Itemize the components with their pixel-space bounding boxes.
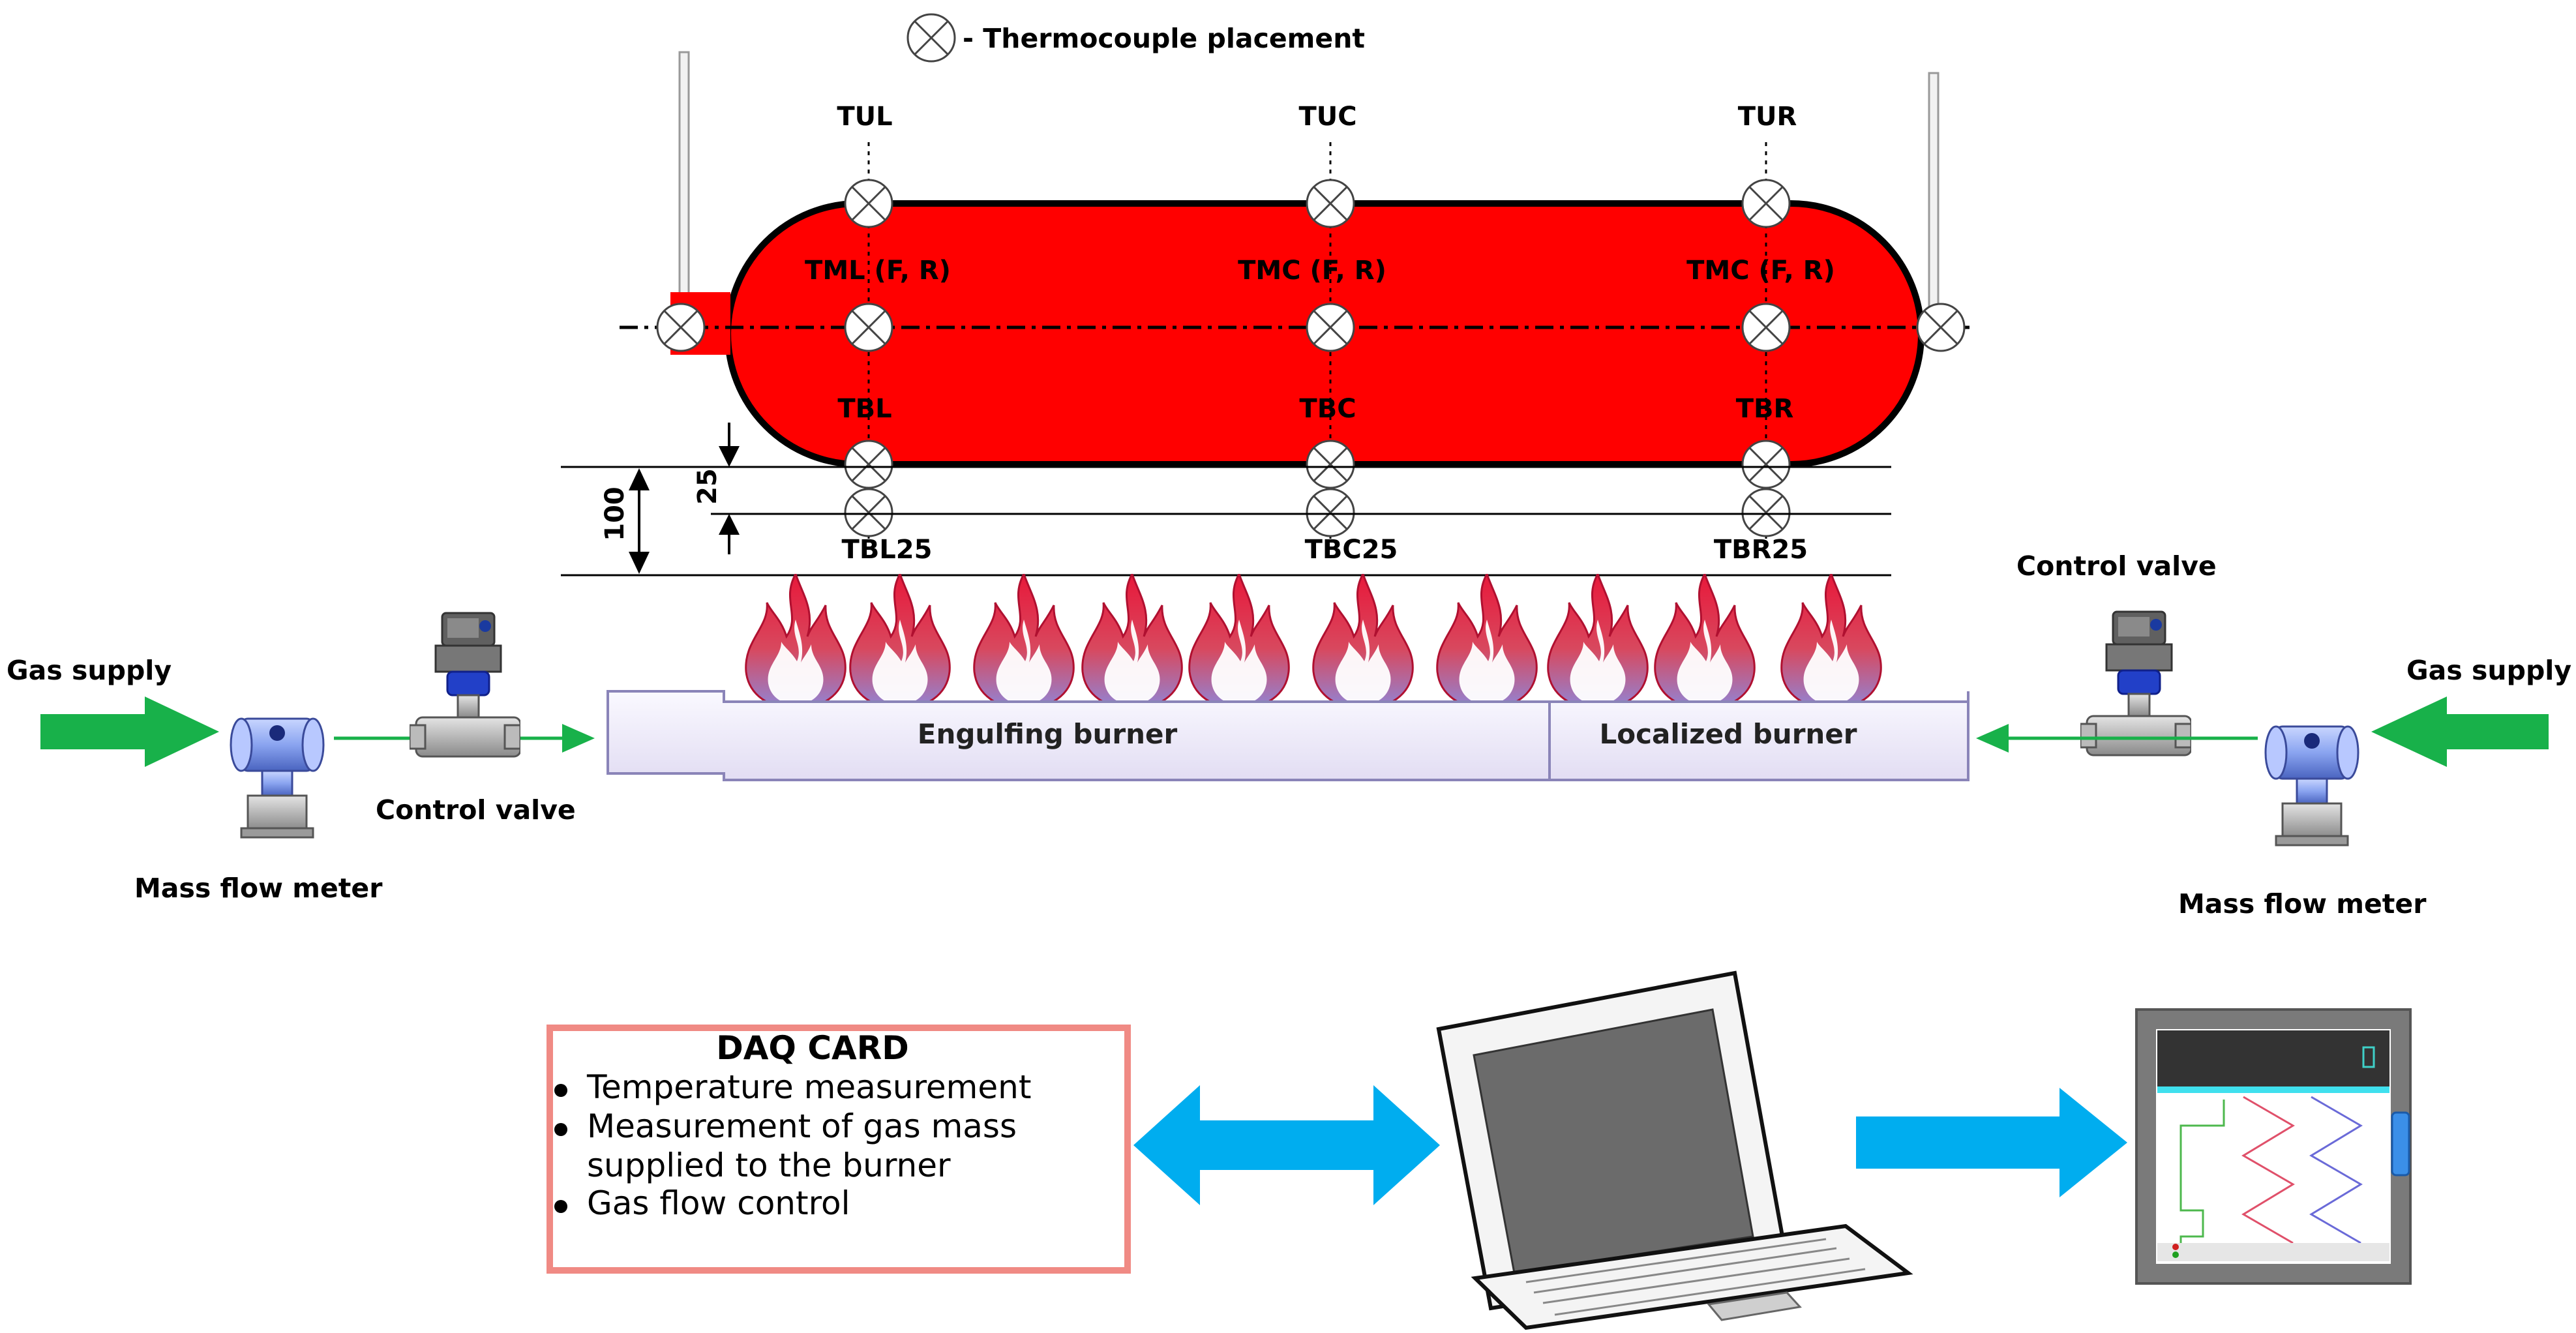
label-tbr25: TBR25 <box>1714 535 1808 565</box>
recorder-led-green <box>2172 1251 2179 1258</box>
flame-2 <box>849 574 951 711</box>
left-control-valve-label: Control valve <box>376 794 576 826</box>
thermocouple-tbl <box>844 440 893 489</box>
label-tbl25: TBL25 <box>842 535 933 565</box>
daq-item-3: Gas flow control <box>587 1184 850 1222</box>
daq-item-2-continued: supplied to the burner <box>587 1146 951 1184</box>
daq-bullet-2 <box>554 1123 567 1136</box>
left-control-valve-icon <box>410 612 520 758</box>
recorder-display-indicator <box>2362 1046 2375 1068</box>
recorder-bottom-strip <box>2157 1243 2389 1261</box>
daq-laptop-double-arrow <box>1133 1085 1440 1205</box>
laptop-recorder-arrow <box>1856 1088 2127 1197</box>
engulfing-burner-label: Engulfing burner <box>918 718 1178 750</box>
daq-bullet-3 <box>554 1200 567 1213</box>
right-mass-flow-meter-icon <box>2264 725 2359 846</box>
dim-label-100: 100 <box>600 487 630 541</box>
burner-flames <box>745 574 1882 711</box>
thermocouple-tuc <box>1306 179 1355 228</box>
flame-6 <box>1312 574 1414 711</box>
flame-4 <box>1081 574 1183 711</box>
dim-arrow-25-head-top <box>719 446 740 467</box>
flame-1 <box>745 574 846 711</box>
daq-item-1: Temperature measurement <box>586 1068 1031 1106</box>
daq-item-2: Measurement of gas mass <box>587 1107 1017 1145</box>
flame-5 <box>1188 574 1290 711</box>
daq-bullet-1 <box>554 1084 567 1097</box>
thermocouple-tbr25 <box>1741 488 1791 537</box>
label-tbc: TBC <box>1299 394 1356 424</box>
label-tbc25: TBC25 <box>1305 535 1398 565</box>
laptop-keyboard-base <box>1471 1223 1913 1330</box>
recorder-trace-blue <box>2309 1096 2363 1244</box>
thermocouple-tmr <box>1741 303 1791 352</box>
laptop-screen <box>1473 1008 1754 1274</box>
thermocouple-tbr <box>1741 440 1791 489</box>
dim-arrow-100-head-top <box>629 468 650 490</box>
label-tuc: TUC <box>1298 102 1356 132</box>
laptop-keys <box>1525 1238 1866 1316</box>
burner-body <box>607 690 1969 781</box>
left-gas-pipe-arrowhead <box>562 724 595 753</box>
legend-thermocouple-icon <box>906 13 956 63</box>
flame-8 <box>1547 574 1649 711</box>
right-control-valve-icon <box>2080 610 2191 756</box>
thermocouple-tur <box>1741 179 1791 228</box>
right-mass-flow-meter-label: Mass flow meter <box>2178 888 2427 920</box>
left-gas-supply-label: Gas supply <box>7 655 172 686</box>
label-tml: TML (F, R) <box>805 256 951 286</box>
right-gas-supply-arrow <box>2371 696 2549 767</box>
label-tbl: TBL <box>837 394 891 424</box>
right-control-valve-label: Control valve <box>2016 550 2217 582</box>
thermocouple-tbc <box>1306 440 1355 489</box>
recorder-trace-green <box>2179 1100 2225 1247</box>
label-tur: TUR <box>1738 102 1797 132</box>
flame-3 <box>973 574 1075 711</box>
thermocouple-end-right <box>1916 303 1966 352</box>
data-recorder-icon <box>2135 1008 2412 1285</box>
label-tmr: TMC (F, R) <box>1686 256 1835 286</box>
label-tbr: TBR <box>1736 394 1794 424</box>
label-tmc: TMC (F, R) <box>1238 256 1386 286</box>
left-support-rod <box>678 51 690 327</box>
flame-10 <box>1780 574 1882 711</box>
laptop-touchpad <box>1707 1291 1802 1321</box>
right-gas-pipe-arrowhead <box>1976 724 2009 753</box>
recorder-trace-red <box>2241 1096 2295 1244</box>
daq-card-title: DAQ CARD <box>716 1029 909 1067</box>
left-gas-supply-arrow <box>40 696 219 767</box>
thermocouple-tbc25 <box>1306 488 1355 537</box>
dim-arrow-100-head-bottom <box>629 552 650 574</box>
thermocouple-tmc <box>1306 303 1355 352</box>
thermocouple-tbl25 <box>844 488 893 537</box>
right-gas-supply-label: Gas supply <box>2406 655 2571 686</box>
thermocouple-tul <box>844 179 893 228</box>
flame-9 <box>1654 574 1756 711</box>
label-tul: TUL <box>837 102 892 132</box>
thermocouple-tml <box>844 303 893 352</box>
left-mass-flow-meter-icon <box>230 717 325 839</box>
right-support-rod <box>1928 72 1939 322</box>
localized-burner-label: Localized burner <box>1599 718 1857 750</box>
dim-label-25: 25 <box>693 468 723 505</box>
recorder-side-handle <box>2391 1111 2410 1176</box>
recorder-display-top <box>2157 1030 2389 1086</box>
recorder-cyan-strip <box>2157 1086 2389 1093</box>
dim-arrow-25-head-bottom <box>719 514 740 535</box>
left-mass-flow-meter-label: Mass flow meter <box>134 873 383 904</box>
thermocouple-end-left <box>656 303 706 352</box>
recorder-led-red <box>2172 1244 2179 1250</box>
legend-text: - Thermocouple placement <box>963 23 1365 54</box>
laptop-icon <box>1436 970 1913 1330</box>
daq-card-box <box>547 1025 1131 1274</box>
flame-7 <box>1436 574 1538 711</box>
